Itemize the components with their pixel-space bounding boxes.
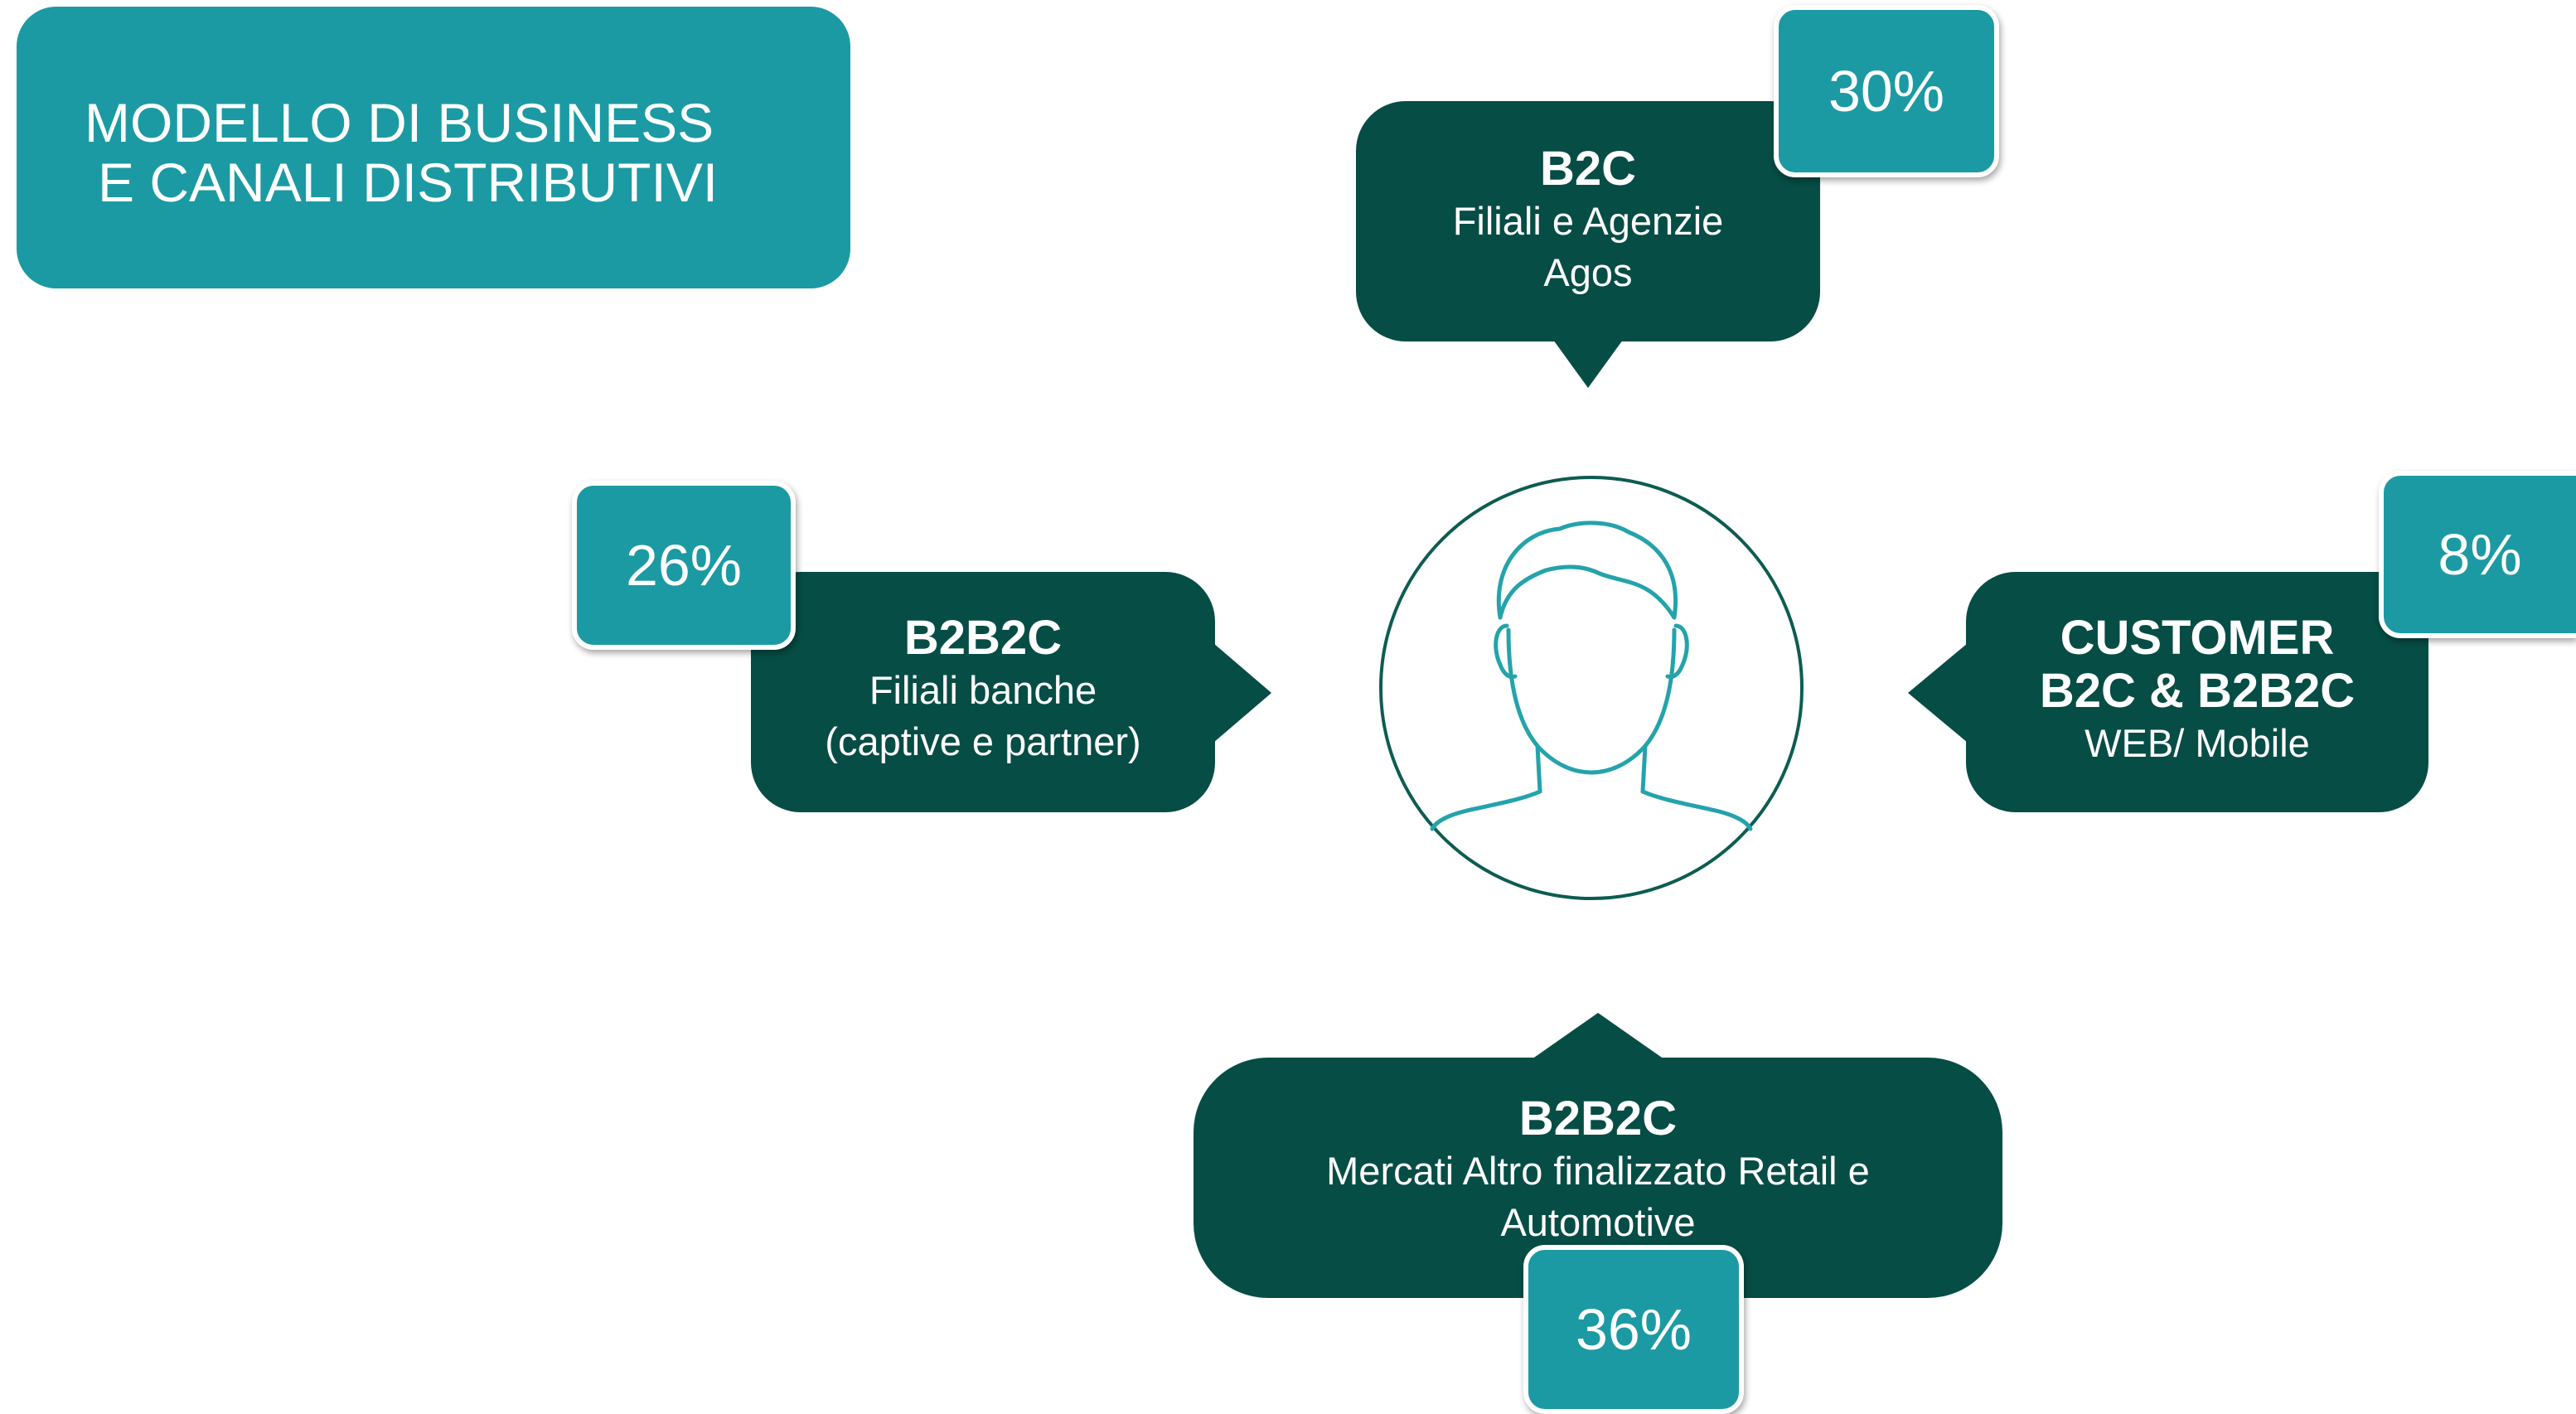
- bubble-bottom-pointer: [1532, 1013, 1664, 1059]
- customer-circle: [1376, 472, 1807, 908]
- bubble-right-line1: WEB/ Mobile: [2085, 721, 2310, 765]
- bubble-top-line2: Agos: [1543, 250, 1633, 294]
- title-line-2: E CANALI DISTRIBUTIVI: [98, 152, 719, 213]
- percent-badge-top: 30%: [1774, 5, 1999, 177]
- percent-badge-right: 8%: [2379, 471, 2576, 638]
- bubble-top-pointer: [1553, 340, 1623, 388]
- bubble-bottom-line2: Automotive: [1500, 1200, 1696, 1244]
- bubble-left-line1: Filiali banche: [869, 668, 1097, 712]
- bubble-left-title: B2B2C: [903, 611, 1063, 665]
- person-icon: [1379, 476, 1804, 900]
- title-box: MODELLO DI BUSINESS E CANALI DISTRIBUTIV…: [17, 7, 850, 288]
- bubble-b2b2c-left: B2B2C Filiali banche (captive e partner): [751, 572, 1215, 812]
- bubble-left-pointer: [1213, 643, 1271, 743]
- bubble-b2c-top: B2C Filiali e Agenzie Agos: [1356, 101, 1820, 341]
- percent-badge-bottom: 36%: [1523, 1245, 1744, 1414]
- bubble-right-pointer: [1908, 643, 1968, 743]
- bubble-bottom-line1: Mercati Altro finalizzato Retail e: [1326, 1149, 1870, 1193]
- bubble-top-title: B2C: [1539, 142, 1637, 196]
- bubble-right-title-1: CUSTOMER: [2060, 611, 2335, 665]
- title-line-1: MODELLO DI BUSINESS: [85, 92, 714, 153]
- bubble-bottom-title: B2B2C: [1518, 1092, 1678, 1145]
- bubble-left-line2: (captive e partner): [825, 719, 1141, 763]
- bubble-top-line1: Filiali e Agenzie: [1452, 199, 1724, 243]
- bubble-right-title-2: B2C & B2B2C: [2039, 664, 2356, 718]
- bubble-customer-right: CUSTOMER B2C & B2B2C WEB/ Mobile: [1966, 572, 2428, 812]
- percent-badge-left: 26%: [572, 481, 796, 650]
